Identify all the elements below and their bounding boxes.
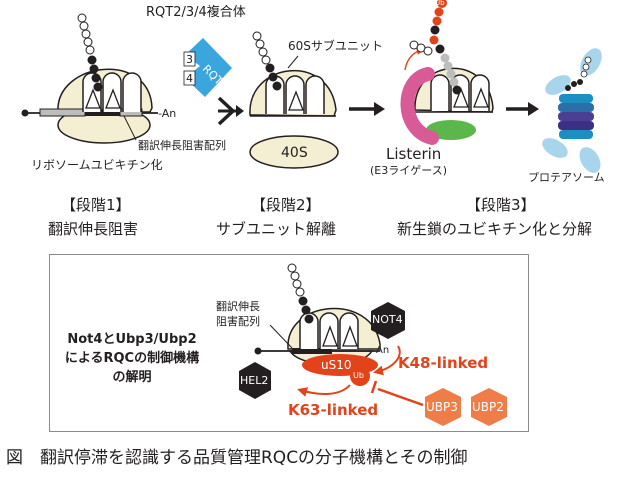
ub-label-inset: Ub: [353, 371, 364, 380]
inset-not4: [371, 302, 405, 339]
figure-caption: 図 翻訳停滞を認識する品質管理RQCの分子機構とその制御: [6, 448, 468, 468]
listerin-label: Listerin: [386, 145, 442, 163]
proteasome: [542, 48, 602, 173]
inset-title-line2: によるRQCの制御機構: [64, 351, 200, 366]
inset-stall-line1: 翻訳伸長: [216, 300, 260, 313]
arrow-stage2-to-3: [349, 102, 385, 116]
inset-title-line3: の解明: [112, 370, 152, 385]
not4-label: NOT4: [372, 313, 403, 326]
e3-ligase-label: (E3ライゲース): [370, 164, 447, 177]
rqt4-label: 4: [186, 72, 193, 85]
inset-ubp2: [471, 388, 507, 426]
ubp3-label: UBP3: [426, 400, 458, 414]
arrow-stage3-to-proteasome: [506, 102, 539, 116]
an-label: -An: [158, 107, 177, 120]
inset-title: Not4とUbp3/Ubp2 によるRQCの制御機構 の解明: [58, 330, 206, 387]
stage1-heading: 【段階1】: [61, 196, 131, 214]
rqt3-label: 3: [186, 53, 193, 66]
stage1-description: 翻訳伸長阻害: [48, 220, 139, 238]
rqt-complex-label: RQT2/3/4複合体: [146, 5, 246, 20]
stage2-heading: 【段階2】: [251, 196, 321, 214]
inset-ribosome: [254, 263, 381, 386]
proteasome-label: プロテアソーム: [528, 171, 605, 184]
ribosome-stage2: [249, 31, 339, 169]
k63-linked-label: K63-linked: [288, 401, 379, 419]
inset-stall-line2: 阻害配列: [216, 315, 260, 328]
stage3-description: 新生鎖のユビキチン化と分解: [397, 220, 593, 238]
us10-label: uS10: [321, 358, 352, 372]
hel2-label: HEL2: [240, 374, 269, 387]
inset-box: [49, 254, 529, 432]
an-inset-label: An: [376, 345, 390, 356]
ub-label-stage3: Ub: [435, 0, 445, 7]
ubp2-label: UBP2: [472, 400, 504, 414]
inset-title-line1: Not4とUbp3/Ubp2: [67, 332, 197, 347]
rqt-complex: [183, 38, 232, 97]
40s-label: 40S: [281, 145, 308, 161]
ribosome-stage3: [400, 0, 494, 145]
ribosome-ubiquitination-label: リボソームユビキチン化: [31, 158, 163, 172]
60s-label: 60Sサブユニット: [288, 39, 383, 53]
inset-ubp3: [425, 388, 461, 426]
inset-hel2: [239, 362, 271, 399]
k48-linked-label: K48-linked: [398, 354, 489, 372]
stall-sequence-label: 翻訳伸長阻害配列: [138, 139, 226, 152]
arrow-stage1-to-2: [217, 96, 244, 126]
inset-arrows: [297, 345, 424, 407]
ribosome-stage1: [21, 13, 158, 144]
stage2-description: サブユニット解離: [216, 220, 337, 238]
stage3-heading: 【段階3】: [466, 196, 536, 214]
